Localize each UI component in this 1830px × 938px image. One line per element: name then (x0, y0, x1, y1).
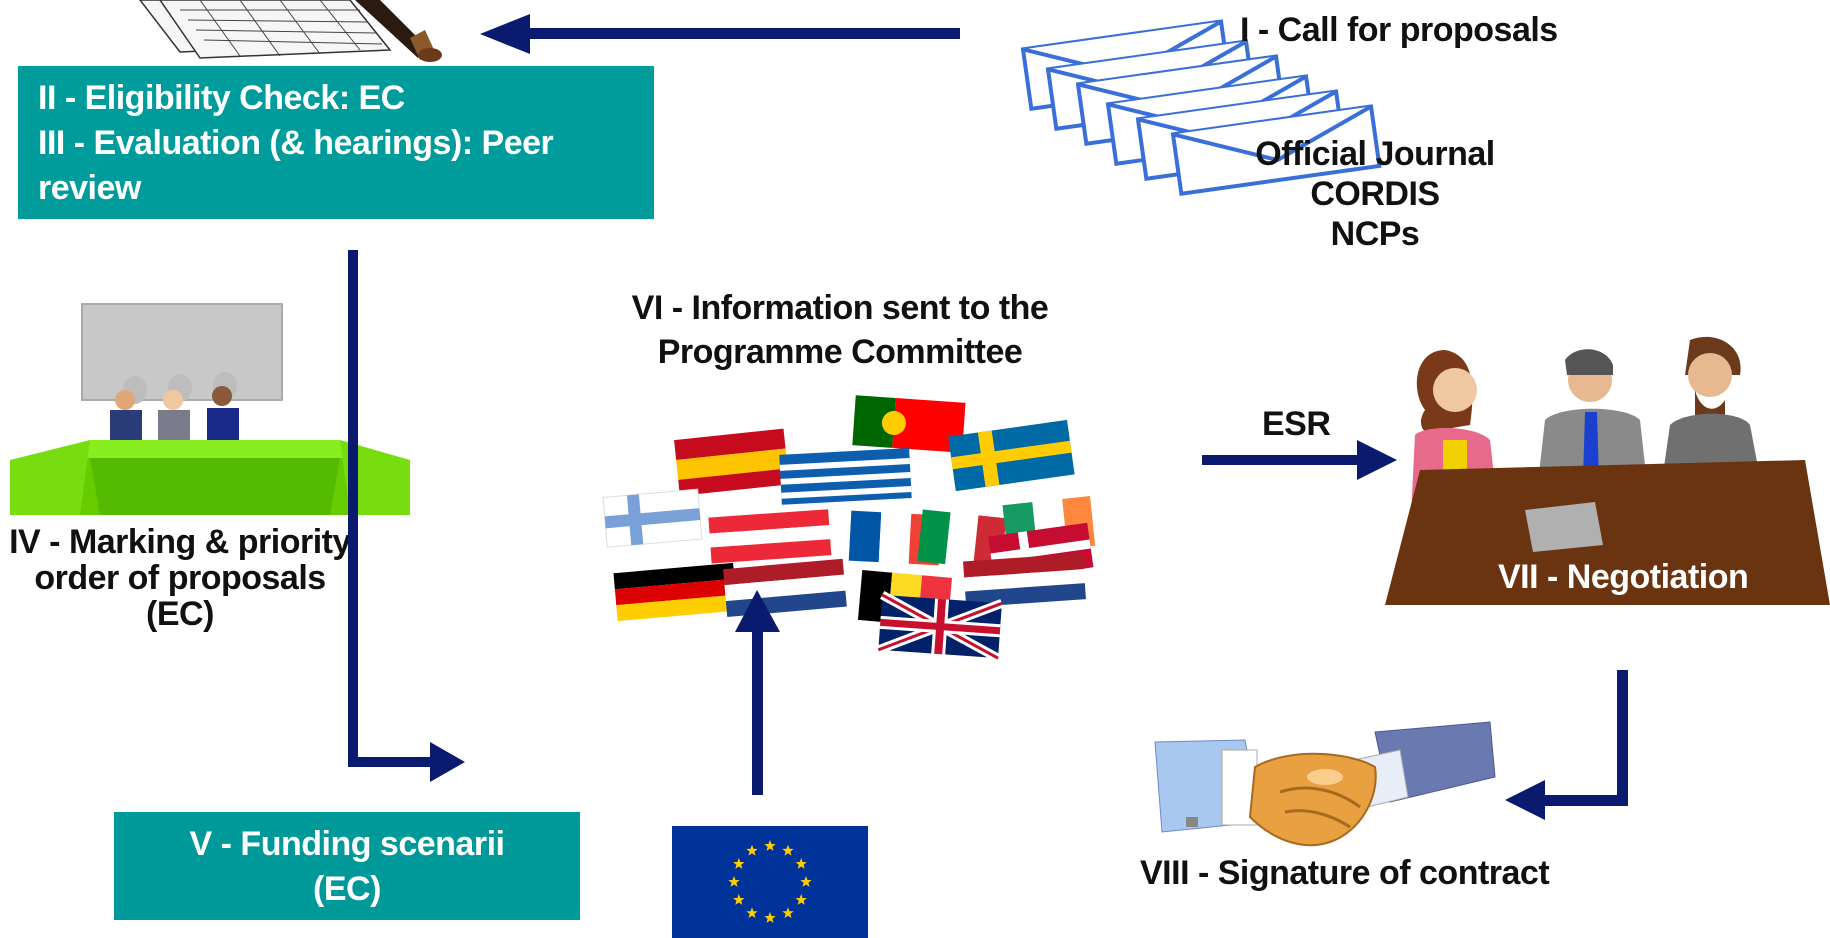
arrow-esr (1202, 440, 1397, 480)
funding-box: V - Funding scenarii (EC) (114, 812, 580, 920)
channel-cordis: CORDIS (1310, 175, 1440, 213)
negotiation-people-clipart (1385, 336, 1830, 605)
eu-star (782, 844, 794, 856)
arrow-evaluation-to-funding (348, 250, 465, 782)
eligibility-evaluation-box: II - Eligibility Check: EC III - Evaluat… (18, 66, 654, 252)
information-line-2: Programme Committee (657, 333, 1023, 371)
arrow-eu-to-committee (735, 590, 780, 795)
funding-line-2: (EC) (313, 870, 381, 908)
eu-star (795, 858, 807, 869)
information-line-1: VI - Information sent to the (631, 289, 1049, 327)
eu-star (746, 907, 758, 918)
eligibility-line: II - Eligibility Check: EC (38, 79, 405, 117)
national-flags-clipart (602, 395, 1096, 663)
step-call-label: I - Call for proposals (1240, 11, 1558, 49)
eu-star (733, 894, 745, 905)
channels-list: Official Journal CORDIS NCPs (1240, 134, 1510, 254)
eu-star (746, 844, 758, 856)
eu-star (733, 858, 745, 869)
documents-pen-clipart (139, 0, 442, 62)
negotiation-label: VII - Negotiation (1498, 558, 1749, 596)
arrow-negotiation-to-signature (1505, 670, 1628, 820)
funding-line-1: V - Funding scenarii (189, 825, 505, 863)
signature-label: VIII - Signature of contract (1140, 854, 1550, 892)
esr-label: ESR (1262, 405, 1331, 443)
channel-ncps: NCPs (1330, 215, 1420, 253)
eu-flag-icon (672, 826, 868, 938)
arrow-call-to-eligibility (480, 14, 960, 54)
marking-line-2: order of proposals (EC) (34, 559, 326, 633)
marking-label: IV - Marking & priority order of proposa… (0, 524, 360, 632)
evaluation-line-2: principles & independent experts (38, 214, 559, 252)
handshake-clipart (1154, 721, 1496, 847)
evaluation-line: III - Evaluation (& hearings): Peer revi… (38, 124, 554, 207)
eu-star (800, 876, 812, 887)
eu-star (782, 907, 794, 918)
marking-line-1: IV - Marking & priority (9, 523, 351, 561)
eu-star (764, 912, 776, 923)
eu-star (795, 894, 807, 905)
channel-official-journal: Official Journal (1255, 135, 1495, 173)
eu-star (728, 876, 740, 887)
envelopes-stack-clipart (1020, 19, 1382, 197)
eu-star (764, 840, 776, 851)
information-label: VI - Information sent to the Programme C… (620, 286, 1060, 374)
